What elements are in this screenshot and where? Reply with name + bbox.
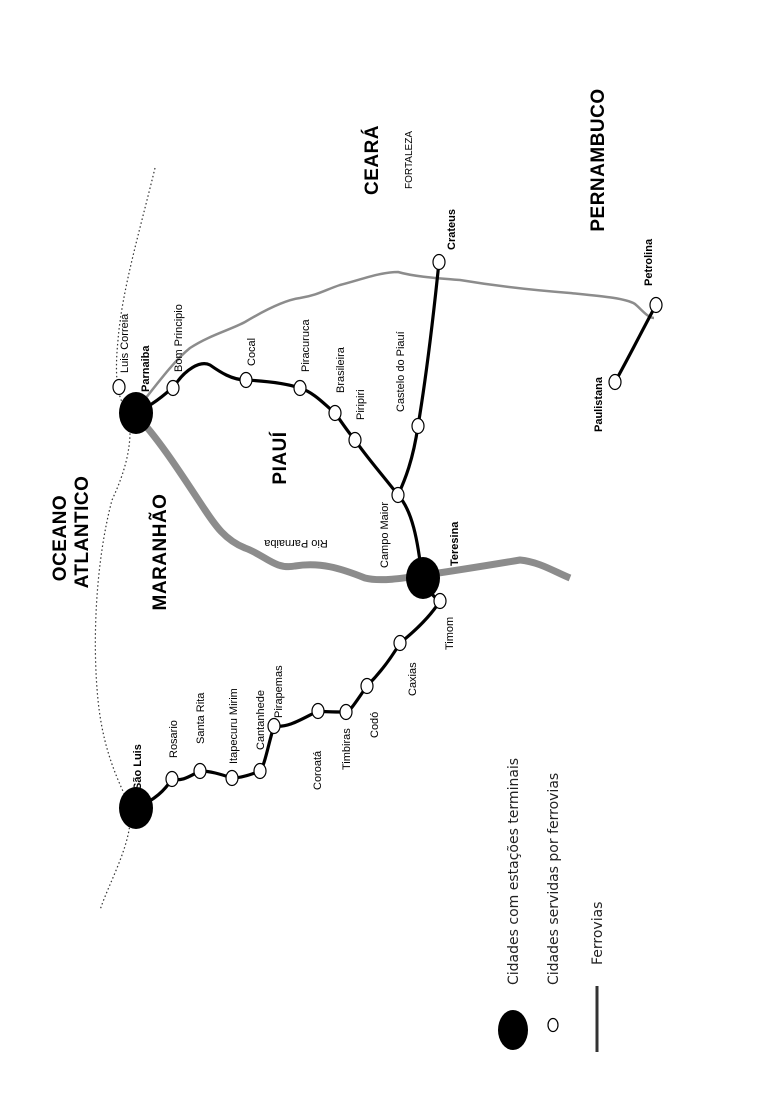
station-coroata (311, 702, 325, 720)
label-cantanhede: Cantanhede (255, 690, 267, 750)
label-paulistana: Paulistana (593, 376, 605, 432)
label-pirapemas: Pirapemas (273, 665, 285, 718)
label-piracuruca: Piracuruca (300, 319, 312, 372)
legend-terminal-symbol (498, 1010, 528, 1050)
station-crateus (432, 253, 446, 271)
legend-terminal-label: Cidades com estações terminais (506, 758, 522, 985)
label-ocean-2: ATLANTICO (72, 476, 93, 589)
label-petrolina: Petrolina (643, 238, 655, 286)
label-piripiri: Piripiri (355, 389, 367, 420)
station-bom-principio (166, 379, 180, 397)
station-pirapemas (267, 717, 281, 735)
label-teresina: Teresina (449, 521, 461, 566)
label-brasileira: Brasileira (335, 346, 347, 393)
station-cantanhede (253, 762, 267, 780)
label-codo: Codó (369, 712, 381, 738)
label-castelo: Castelo do Piauí (395, 331, 407, 412)
station-caxias (393, 634, 407, 652)
rail-teresina-saoluis (134, 576, 442, 810)
station-timom (433, 592, 447, 610)
label-santa-rita: Santa Rita (195, 692, 207, 744)
rail-crateus-branch (396, 260, 441, 497)
label-cocal: Cocal (246, 338, 258, 366)
legend-served-symbol (547, 1017, 559, 1033)
label-sao-luis: São Luis (132, 744, 144, 790)
label-crateus: Crateus (446, 209, 458, 250)
label-piaui: PIAUÍ (269, 431, 291, 484)
legend-rail-label: Ferrovias (590, 902, 606, 965)
label-ceara: CEARÁ (361, 125, 383, 195)
river-parnaiba (133, 412, 572, 584)
station-petrolina (649, 296, 663, 314)
served-stations (112, 253, 663, 788)
label-campo-maior: Campo Maior (379, 502, 391, 568)
terminal-parnaiba (119, 392, 153, 434)
label-maranhao: MARANHÃO (149, 494, 171, 611)
station-brasileira (328, 404, 342, 422)
label-river: Rio Parnaiba (263, 537, 327, 549)
terminal-teresina (406, 557, 440, 599)
label-timom: Timom (444, 617, 456, 650)
label-itapecuru: Itapecuru Mirim (228, 688, 240, 764)
station-piracuruca (293, 379, 307, 397)
label-ocean: OCEANO (50, 495, 71, 581)
station-castelo (411, 417, 425, 435)
terminal-sao-luis (119, 787, 153, 829)
label-timbiras: Timbiras (341, 728, 353, 770)
station-paulistana (608, 373, 622, 391)
label-bom-principio: Bom Principio (173, 304, 185, 372)
station-timbiras (339, 703, 353, 721)
label-pernambuco: PERNAMBUCO (588, 88, 609, 231)
label-rosario: Rosario (168, 720, 180, 758)
station-codo (360, 677, 374, 695)
station-luis-correia (112, 378, 126, 396)
station-campo-maior (391, 486, 405, 504)
terminal-stations (119, 392, 440, 829)
state-border (137, 270, 655, 409)
station-piripiri (348, 431, 362, 449)
legend: Cidades com estações terminais Cidades s… (498, 758, 606, 1052)
station-cocal (239, 371, 253, 389)
label-fortaleza: FORTALEZA (404, 131, 415, 189)
station-itapecuru (225, 769, 239, 787)
station-rosario (165, 770, 179, 788)
label-coroata: Coroatá (312, 750, 324, 790)
station-santa-rita (193, 762, 207, 780)
label-parnaiba: Parnaiba (140, 345, 152, 392)
legend-served-label: Cidades servidas por ferrovias (546, 773, 562, 985)
label-caxias: Caxias (407, 662, 419, 696)
label-luis-correia: Luis Correia (119, 313, 131, 373)
rail-petrolina-paulistana (613, 303, 658, 384)
